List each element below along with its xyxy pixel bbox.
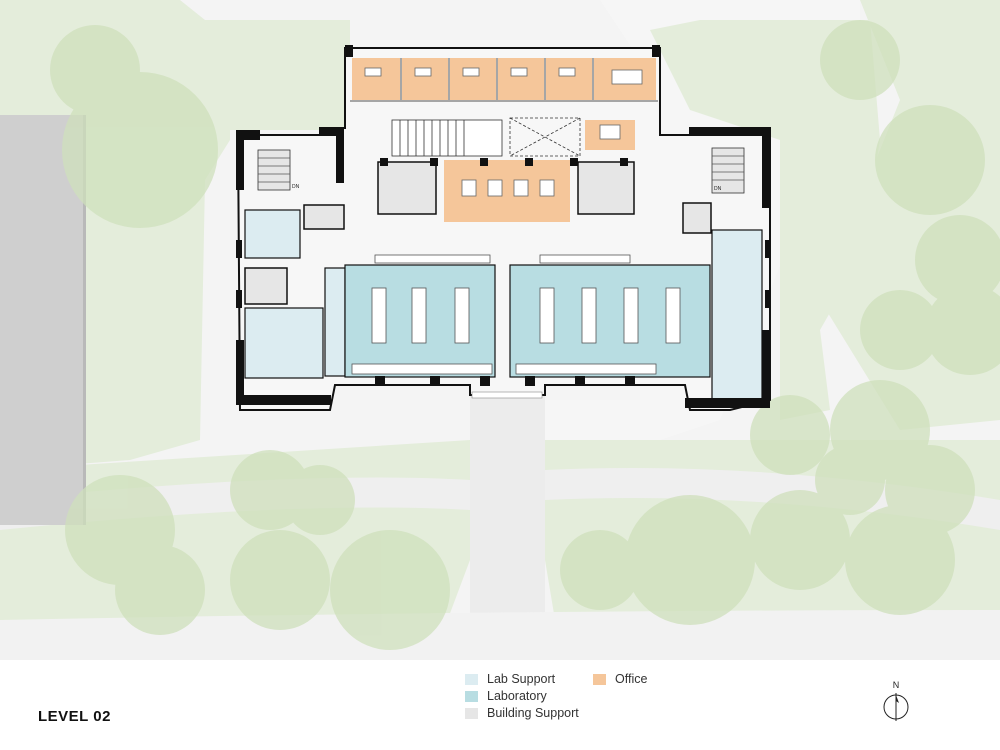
- legend-swatch-laboratory: [465, 691, 478, 702]
- central-stair: [391, 117, 581, 157]
- office-row: [350, 58, 658, 222]
- legend-label: Office: [615, 672, 648, 686]
- legend-label: Lab Support: [487, 672, 556, 686]
- stair-label-east: DN: [714, 186, 722, 192]
- north-label: N: [892, 680, 900, 690]
- north-arrow-icon: [883, 693, 909, 721]
- building: DN DN: [236, 45, 771, 411]
- level-title: LEVEL 02: [38, 708, 111, 725]
- structural-walls: [236, 45, 771, 408]
- legend-label: Building Support: [487, 706, 579, 720]
- stair-label-west: DN: [292, 184, 300, 190]
- building-support-rooms: [244, 161, 712, 305]
- lab-support-rooms: [244, 209, 763, 406]
- legend-swatch-office: [593, 674, 606, 685]
- entrance-step: [471, 391, 543, 399]
- legend-swatch-building-support: [465, 708, 478, 719]
- legend-label: Laboratory: [487, 689, 547, 703]
- stair-towers: [257, 147, 745, 194]
- laboratories: [344, 254, 711, 378]
- north-arrow: N: [881, 680, 911, 722]
- legend-swatch-lab-support: [465, 674, 478, 685]
